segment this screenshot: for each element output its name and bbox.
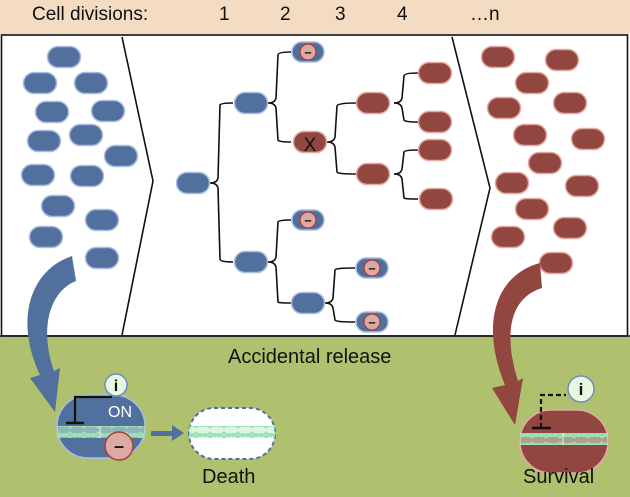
inducer-label: i [579, 380, 584, 399]
toxin-symbol: – [114, 436, 124, 456]
ancestor-cell [175, 171, 211, 195]
generation-label-n: …n [470, 4, 500, 25]
engineered-cell [68, 123, 104, 147]
engineered-cell [233, 91, 269, 115]
accidental-release-title: Accidental release [228, 346, 392, 368]
inducer-icon [104, 373, 128, 397]
generation-label-1: 1 [219, 4, 230, 25]
lineage-tree-cells: – – – – [175, 41, 454, 333]
arrow-to-death-icon [151, 425, 184, 441]
toxin-icon [363, 259, 381, 277]
toxin-symbol: – [304, 213, 311, 228]
toxin-icon [299, 43, 317, 61]
on-state-label: ON [108, 404, 132, 421]
toxin-icon [363, 313, 381, 331]
engineered-cell [90, 99, 126, 123]
engineered-cell [20, 163, 56, 187]
generation-label-2: 2 [280, 4, 291, 25]
engineered-cell [26, 129, 62, 153]
escaped-cell [544, 48, 580, 72]
engineered-cell [28, 225, 64, 249]
engineered-cell [40, 194, 76, 218]
mutant-cell [292, 130, 328, 154]
death-label: Death [202, 466, 256, 488]
engineered-cell [34, 100, 70, 124]
mutation-marker: X [304, 135, 317, 156]
cell-divisions-header: Cell divisions: 1 2 3 4 …n [0, 0, 630, 34]
escaped-cell [355, 162, 391, 186]
dead-cell [188, 407, 276, 460]
escaped-cell [486, 96, 522, 120]
escaped-cell [480, 45, 516, 69]
escaped-cell [514, 197, 550, 221]
engineered-population [20, 45, 139, 270]
escaped-cell [355, 91, 391, 115]
cell-divisions-label: Cell divisions: [32, 4, 149, 25]
escaped-cell [417, 110, 453, 134]
toxin-symbol: – [304, 45, 311, 60]
toxin-icon [299, 211, 317, 229]
escaped-cell [490, 225, 526, 249]
escaped-cell [538, 251, 574, 275]
engineered-cell [233, 250, 269, 274]
escaped-cell-released [519, 409, 609, 474]
inducer-icon [567, 375, 595, 403]
engineered-cell [290, 291, 326, 315]
escaped-cell [417, 61, 453, 85]
engineered-cell [46, 45, 82, 69]
generation-label-4: 4 [397, 4, 408, 25]
lineage-tree-lines [209, 51, 419, 323]
survival-label: Survival [523, 466, 595, 488]
toxin-symbol: – [368, 315, 375, 330]
escaped-cell [564, 174, 600, 198]
engineered-cell [69, 164, 105, 188]
engineered-cell [84, 246, 120, 270]
escaped-population [480, 45, 606, 275]
engineered-cell [73, 71, 109, 95]
escaped-cell [570, 127, 606, 151]
inducer-label: i [114, 378, 118, 395]
chevron-divider-right [451, 36, 491, 336]
escaped-cell [417, 138, 453, 162]
release-arrow-engineered [27, 256, 76, 412]
escaped-cell [418, 187, 454, 211]
engineered-cell [84, 208, 120, 232]
toxin-symbol: – [368, 261, 375, 276]
repression-line [73, 395, 112, 423]
escaped-cell [552, 91, 588, 115]
engineered-cell [103, 144, 139, 168]
generation-label-3: 3 [335, 4, 346, 25]
inactive-repression-line [539, 393, 566, 428]
escaped-cell [552, 216, 588, 240]
engineered-cell [22, 71, 58, 95]
toxin-icon [104, 431, 134, 461]
escaped-cell [527, 151, 563, 175]
escaped-cell [494, 171, 530, 195]
chevron-divider-left [121, 36, 154, 336]
release-arrow-escaped [492, 263, 542, 425]
escaped-cell [512, 123, 548, 147]
escaped-cell [514, 71, 550, 95]
